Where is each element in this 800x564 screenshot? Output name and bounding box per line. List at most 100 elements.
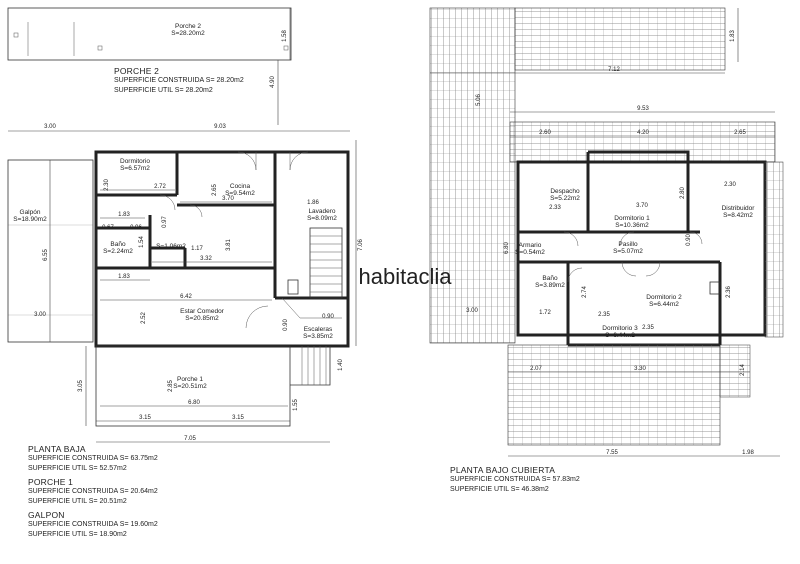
dim-680r: 6.80 — [504, 242, 510, 254]
porche1-area: S=20.51m2 — [173, 383, 207, 390]
dim-183a: 1.83 — [118, 212, 130, 218]
watermark-logo: habitaclia — [359, 264, 453, 289]
dormitorio-pb-name: Dormitorio — [120, 158, 150, 165]
door-swing-estar — [245, 305, 269, 329]
porche1-step — [290, 346, 331, 386]
dim-155: 1.55 — [293, 399, 299, 411]
porche1-name: Porche 1 — [177, 376, 203, 383]
porche2-outline — [7, 7, 292, 61]
dim-953: 9.53 — [637, 106, 649, 112]
door-swing-dormitorio1 — [619, 231, 635, 247]
roof-top-block — [514, 7, 726, 71]
dim-183b: 1.83 — [118, 274, 130, 280]
dim-265r: 2.65 — [734, 130, 746, 136]
summary-right-title: PLANTA BAJO CUBIERTA — [450, 465, 556, 475]
dim-332: 3.32 — [200, 256, 212, 262]
lavadero-name: Lavadero — [308, 208, 335, 215]
dim-117: 1.17 — [191, 246, 203, 252]
dim-214: 2.14 — [740, 364, 746, 376]
dim-330: 3.30 — [634, 366, 646, 372]
porche2-caption: PORCHE 2 SUPERFICIE CONSTRUIDA S= 28.20m… — [114, 66, 244, 96]
dim-285: 2.85 — [168, 380, 174, 392]
pasillo-name: Pasillo — [618, 241, 638, 248]
door-swing-despacho — [563, 231, 579, 247]
door-swing-dormitorio2 — [645, 261, 661, 277]
galpon-area: S=18.90m2 — [13, 216, 47, 223]
dim-096: 0.96 — [130, 225, 142, 231]
house-exterior-walls — [94, 150, 350, 348]
summary-right-util: SUPERFICIE UTIL S= 46.38m2 — [450, 486, 549, 493]
lavadero-area: S=8.09m2 — [307, 215, 337, 222]
cocina-name: Cocina — [230, 183, 251, 190]
distribuidor-name: Distribuidor — [722, 205, 756, 212]
roof-left-strip — [429, 7, 516, 344]
dim-300a: 3.00 — [44, 124, 56, 130]
dormitorio3-name: Dormitorio 3 — [602, 325, 638, 332]
dim-642: 6.42 — [180, 294, 192, 300]
bano-pb-area: S=2.24m2 — [103, 248, 133, 255]
dim-381: 3.81 — [226, 239, 232, 251]
dim-158: 1.58 — [282, 30, 288, 42]
escaleras-area: S=3.85m2 — [303, 333, 333, 340]
summary-galpon: GALPON SUPERFICIE CONSTRUIDA S= 19.60m2 … — [28, 510, 158, 540]
door-swing-bano-bc — [567, 267, 583, 283]
summary-right-construida: SUPERFICIE CONSTRUIDA S= 57.83m2 — [450, 476, 580, 483]
summary-0-construida: SUPERFICIE CONSTRUIDA S= 63.75m2 — [28, 455, 158, 462]
dim-207: 2.07 — [530, 366, 542, 372]
dim-705: 7.05 — [184, 436, 196, 442]
dim-235a: 2.35 — [598, 312, 610, 318]
dim-090r: 0.90 — [686, 234, 692, 246]
dim-154: 1.54 — [139, 236, 145, 248]
summary-2-construida: SUPERFICIE CONSTRUIDA S= 19.60m2 — [28, 521, 158, 528]
porche2-caption-title: PORCHE 2 — [114, 66, 160, 76]
dim-186: 1.86 — [307, 200, 319, 206]
stairs — [281, 227, 343, 319]
dim-090a: 0.90 — [283, 319, 289, 331]
dim-755: 7.55 — [606, 450, 618, 456]
dim-370r: 3.70 — [636, 203, 648, 209]
door-swing-cocina-inner — [189, 204, 203, 218]
galpon-outline — [7, 159, 94, 343]
dormitorio-pb-area: S=6.57m2 — [120, 165, 150, 172]
door-swing-distribuidor — [689, 231, 703, 245]
porche2-post-b — [97, 45, 103, 51]
aseo-area: S=1.06m2 — [156, 243, 186, 250]
dim-097: 0.97 — [162, 216, 168, 228]
despacho-name: Despacho — [550, 188, 580, 195]
dim-230r: 2.30 — [724, 182, 736, 188]
door-swing-dormitorio — [159, 194, 176, 211]
dim-655: 6.55 — [43, 249, 49, 261]
dim-260: 2.60 — [539, 130, 551, 136]
dim-272: 2.72 — [154, 184, 166, 190]
dim-903: 9.03 — [214, 124, 226, 130]
galpon-name: Galpón — [20, 209, 41, 216]
summary-0-title: PLANTA BAJA — [28, 444, 86, 454]
porche1-outline — [95, 345, 291, 427]
porche2-name: Porche 2 — [175, 23, 201, 30]
roof-eave-top — [509, 121, 776, 163]
distribuidor-area: S=8.42m2 — [723, 212, 753, 219]
summary-2-title: GALPON — [28, 510, 65, 520]
door-swing-cocina — [237, 151, 257, 171]
summary-1-title: PORCHE 1 — [28, 477, 74, 487]
porche2-caption-util: SUPERFICIE UTIL S= 28.20m2 — [114, 87, 213, 94]
door-swing-dormitorio3 — [621, 261, 637, 277]
estar-area: S=20.85m2 — [185, 315, 219, 322]
cocina-area: S=9.54m2 — [225, 190, 255, 197]
dim-490: 4.90 — [270, 76, 276, 88]
bano-bc-name: Baño — [542, 275, 558, 282]
dim-706: 7.06 — [358, 239, 364, 251]
dim-315a: 3.15 — [139, 415, 151, 421]
dim-230: 2.30 — [104, 179, 110, 191]
roof-eave-bottom — [507, 344, 721, 446]
door-swing-lavadero — [289, 151, 309, 171]
roof-eave-bottom-right — [719, 344, 751, 398]
porche1-stairs — [301, 346, 327, 385]
porche2-area: S=28.20m2 — [171, 30, 205, 37]
dim-712: 7.12 — [608, 67, 620, 73]
summary-1-util: SUPERFICIE UTIL S= 20.51m2 — [28, 498, 127, 505]
summary-planta-baja: PLANTA BAJA SUPERFICIE CONSTRUIDA S= 63.… — [28, 444, 158, 474]
dim-680: 6.80 — [188, 400, 200, 406]
dim-140: 1.40 — [338, 359, 344, 371]
dim-300b: 3.00 — [34, 312, 46, 318]
